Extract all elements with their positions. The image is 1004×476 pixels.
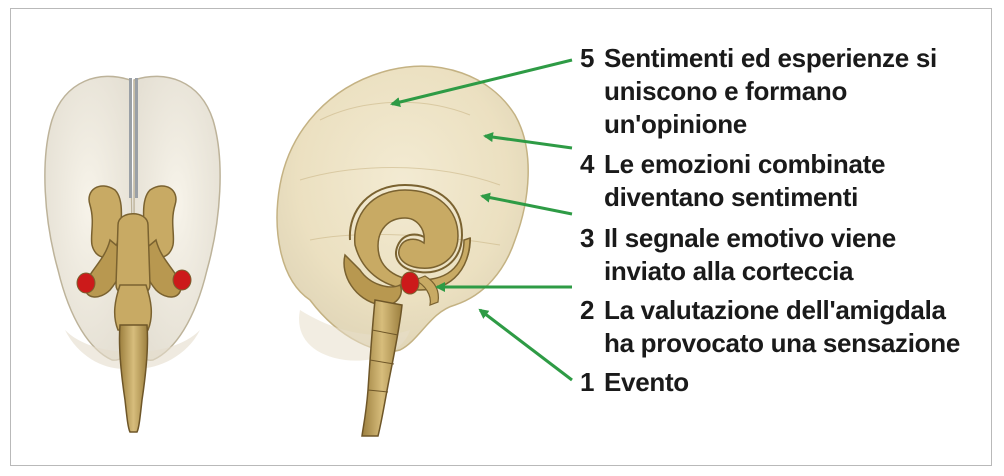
arrow-step-5 <box>390 58 573 107</box>
amygdala-side-icon <box>400 271 420 295</box>
step-4-label: 4 Le emozioni combinate diventano sentime… <box>580 148 885 214</box>
step-2-number: 2 <box>580 295 595 325</box>
pointer-arrows <box>390 58 573 382</box>
step-3-line-1: Il segnale emotivo viene <box>604 223 896 253</box>
brain-front-view-icon <box>44 75 221 433</box>
step-2-line-2: ha provocato una sensazione <box>604 328 960 358</box>
step-1-label: 1 Evento <box>580 366 689 399</box>
step-5-number: 5 <box>580 43 595 73</box>
amygdala-left-icon <box>76 272 96 294</box>
step-4-number: 4 <box>580 149 595 179</box>
step-1-number: 1 <box>580 367 595 397</box>
brain-side-view-icon <box>276 65 529 437</box>
step-5-label: 5 Sentimenti ed esperienze si uniscono e … <box>580 42 937 141</box>
step-5-line-2: uniscono e formano <box>604 76 848 106</box>
step-3-line-2: inviato alla corteccia <box>604 256 854 286</box>
step-2-line-1: La valutazione dell'amigdala <box>604 295 946 325</box>
step-3-label: 3 Il segnale emotivo viene inviato alla c… <box>580 222 896 288</box>
arrow-step-4 <box>483 132 573 150</box>
step-5-line-3: un'opinione <box>604 109 747 139</box>
step-1-line-1: Evento <box>604 367 689 397</box>
arrow-step-3 <box>480 192 573 216</box>
step-4-line-2: diventano sentimenti <box>604 182 859 212</box>
step-3-number: 3 <box>580 223 595 253</box>
step-4-line-1: Le emozioni combinate <box>604 149 886 179</box>
step-2-label: 2 La valutazione dell'amigdala ha provoca… <box>580 294 960 360</box>
arrow-step-1 <box>478 308 573 382</box>
amygdala-right-icon <box>172 269 192 291</box>
step-5-line-1: Sentimenti ed esperienze si <box>604 43 937 73</box>
